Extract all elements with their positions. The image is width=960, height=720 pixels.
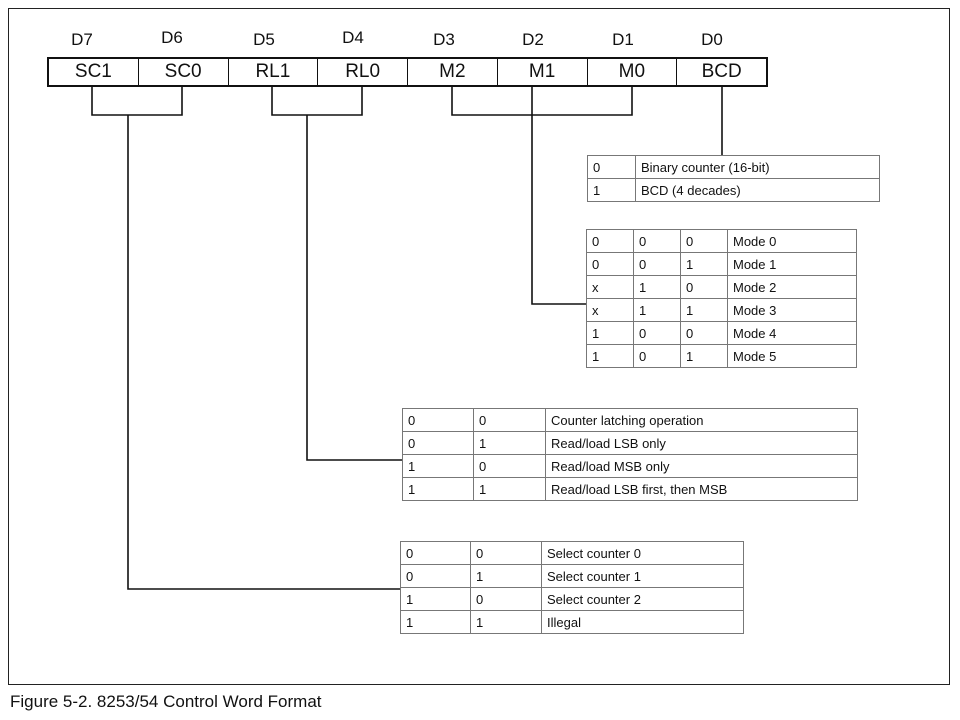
table-cell: Binary counter (16-bit) (635, 155, 880, 179)
sc-bracket (91, 87, 183, 116)
table-cell: Select counter 0 (541, 541, 744, 565)
register-cell-sc1: SC1 (74, 61, 112, 82)
table-cell: 0 (400, 541, 471, 565)
table-cell: Mode 2 (727, 275, 857, 299)
register-cell-bcd: BCD (676, 59, 766, 85)
table-cell: x (586, 298, 634, 322)
table-cell: 0 (400, 564, 471, 588)
table-cell: 1 (633, 275, 681, 299)
table-cell: Read/load MSB only (545, 454, 858, 478)
register-cell-m0: M0 (586, 59, 677, 85)
register-cell-sc0: SC0 (137, 59, 228, 85)
table-row: 0 1 Select counter 1 (400, 564, 744, 588)
table-row: 0 0 1 Mode 1 (586, 252, 857, 276)
mode-connector (531, 87, 586, 305)
register-cell-rl1: RL1 (227, 59, 318, 85)
table-cell: Mode 0 (727, 229, 857, 253)
table-cell: Mode 1 (727, 252, 857, 276)
table-cell: 1 (473, 477, 546, 501)
table-cell: 1 (680, 252, 728, 276)
register-cell-m1: M1 (496, 59, 587, 85)
table-cell: 1 (470, 564, 542, 588)
table-cell: 1 (402, 477, 474, 501)
figure-caption: Figure 5-2. 8253/54 Control Word Format (10, 692, 322, 711)
table-cell: 0 (680, 275, 728, 299)
bit-label-d3: D3 (433, 30, 455, 49)
table-row: 1 1 Read/load LSB first, then MSB (402, 477, 858, 501)
table-cell: 1 (586, 344, 634, 368)
table-cell: 0 (586, 229, 634, 253)
bcd-table: 0 Binary counter (16-bit) 1 BCD (4 decad… (587, 155, 880, 202)
table-cell: 0 (633, 344, 681, 368)
bit-label-d6: D6 (161, 28, 183, 47)
table-row: 1 BCD (4 decades) (587, 178, 880, 202)
rl-bracket (271, 87, 363, 116)
table-row: 0 0 Select counter 0 (400, 541, 744, 565)
table-cell: 0 (586, 252, 634, 276)
table-cell: 0 (470, 541, 542, 565)
table-cell: 1 (586, 321, 634, 345)
bit-label-d2: D2 (522, 30, 544, 49)
table-row: 1 0 Select counter 2 (400, 587, 744, 611)
bit-label-d1: D1 (612, 30, 634, 49)
table-row: 1 0 Read/load MSB only (402, 454, 858, 478)
table-cell: 0 (633, 252, 681, 276)
control-word-register: SC1 SC0 RL1 RL0 M2 M1 M0 BCD (47, 57, 768, 87)
table-row: 1 0 1 Mode 5 (586, 344, 857, 368)
rl-connector (306, 115, 402, 461)
mode-table: 0 0 0 Mode 0 0 0 1 Mode 1 x 1 0 Mode 2 x… (586, 229, 857, 368)
bit-label-d7: D7 (71, 30, 93, 49)
table-cell: 0 (470, 587, 542, 611)
table-cell: 1 (400, 587, 471, 611)
table-cell: 1 (400, 610, 471, 634)
table-cell: 1 (470, 610, 542, 634)
table-row: 1 0 0 Mode 4 (586, 321, 857, 345)
sc-connector (127, 115, 400, 590)
bit-label-d5: D5 (253, 30, 275, 49)
table-cell: 1 (587, 178, 636, 202)
table-row: x 1 0 Mode 2 (586, 275, 857, 299)
table-cell: Read/load LSB first, then MSB (545, 477, 858, 501)
table-cell: 1 (680, 298, 728, 322)
table-cell: Select counter 1 (541, 564, 744, 588)
mode-bracket (451, 87, 633, 116)
table-row: 0 1 Read/load LSB only (402, 431, 858, 455)
table-cell: x (586, 275, 634, 299)
table-cell: 0 (680, 321, 728, 345)
table-cell: 0 (633, 321, 681, 345)
table-cell: 0 (587, 155, 636, 179)
table-cell: 0 (402, 431, 474, 455)
table-row: 1 1 Illegal (400, 610, 744, 634)
table-cell: 1 (633, 298, 681, 322)
table-row: 0 Binary counter (16-bit) (587, 155, 880, 179)
register-cell-rl0: RL0 (317, 59, 407, 85)
table-cell: 0 (680, 229, 728, 253)
table-cell: 0 (473, 454, 546, 478)
table-row: x 1 1 Mode 3 (586, 298, 857, 322)
table-cell: Illegal (541, 610, 744, 634)
table-cell: BCD (4 decades) (635, 178, 880, 202)
register-cell-m2: M2 (407, 59, 497, 85)
bit-label-d0: D0 (701, 30, 723, 49)
table-cell: 1 (402, 454, 474, 478)
bit-label-d4: D4 (342, 28, 364, 47)
read-load-table: 0 0 Counter latching operation 0 1 Read/… (402, 408, 858, 501)
table-cell: Mode 3 (727, 298, 857, 322)
table-cell: Mode 5 (727, 344, 857, 368)
select-counter-table: 0 0 Select counter 0 0 1 Select counter … (400, 541, 744, 634)
table-cell: Counter latching operation (545, 408, 858, 432)
table-cell: 1 (680, 344, 728, 368)
table-cell: 0 (633, 229, 681, 253)
table-cell: 0 (473, 408, 546, 432)
table-cell: 0 (402, 408, 474, 432)
table-cell: Mode 4 (727, 321, 857, 345)
table-row: 0 0 0 Mode 0 (586, 229, 857, 253)
table-cell: 1 (473, 431, 546, 455)
figure-frame (8, 8, 950, 685)
table-cell: Read/load LSB only (545, 431, 858, 455)
table-row: 0 0 Counter latching operation (402, 408, 858, 432)
table-cell: Select counter 2 (541, 587, 744, 611)
